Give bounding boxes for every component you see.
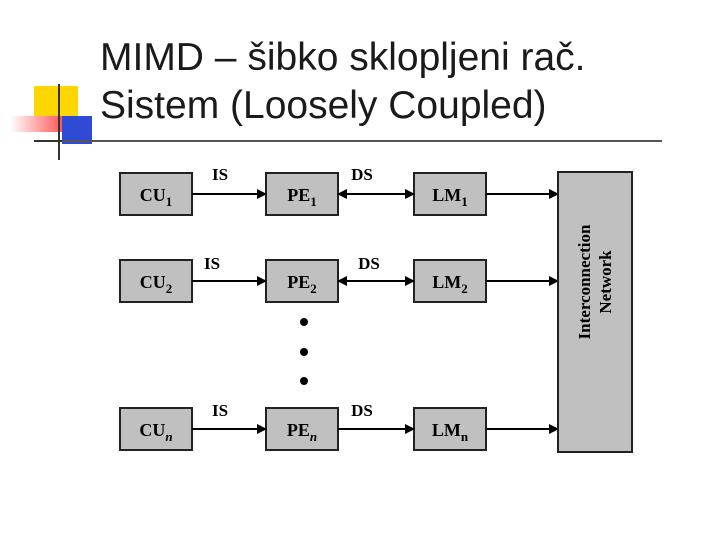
page-title: MIMD – šibko sklopljeni rač. Sistem (Loo… xyxy=(100,34,585,130)
network-label-line-2: Network xyxy=(596,250,615,314)
cu-label-n: CUn xyxy=(139,420,172,444)
is-label-2: IS xyxy=(204,254,220,273)
lm-label-1: LM1 xyxy=(432,185,468,209)
ellipsis-dot-3 xyxy=(300,377,308,385)
is-label-1: IS xyxy=(212,165,228,184)
lm-box-2 xyxy=(413,259,487,303)
pe-label-n: PEn xyxy=(287,420,317,444)
deco-vertical-line xyxy=(58,84,60,160)
cu-label-1: CU1 xyxy=(140,185,173,209)
deco-red-bar xyxy=(10,116,66,132)
lm-label-n: LMn xyxy=(432,420,469,444)
cu-box-n xyxy=(119,407,193,451)
ds-label-n: DS xyxy=(351,401,373,420)
cu-label-2: CU2 xyxy=(140,272,173,296)
title-line-1: MIMD – šibko sklopljeni rač. xyxy=(100,36,586,79)
title-underline xyxy=(62,140,662,142)
cu-box-2 xyxy=(119,259,193,303)
title-line-2: Sistem (Loosely Coupled) xyxy=(100,84,547,127)
deco-horizontal-line xyxy=(34,140,74,142)
ellipsis-dot-1 xyxy=(300,318,308,326)
is-label-n: IS xyxy=(212,401,228,420)
pe-label-1: PE1 xyxy=(287,185,317,209)
pe-label-2: PE2 xyxy=(287,272,317,296)
ellipsis-dot-2 xyxy=(300,348,308,356)
ds-label-2: DS xyxy=(358,254,380,273)
interconnection-network-box xyxy=(557,171,633,453)
row-n: CUn PEn LMn IS DS xyxy=(119,401,559,451)
pe-box-2 xyxy=(265,259,339,303)
row-1: CU1 PE1 LM1 IS DS xyxy=(119,165,559,216)
ds-label-1: DS xyxy=(351,165,373,184)
row-2: CU2 PE2 LM2 IS DS xyxy=(119,254,559,303)
lm-label-2: LM2 xyxy=(432,272,468,296)
network-label-line-1: Interconnection xyxy=(575,224,594,339)
deco-blue-square xyxy=(62,116,92,144)
